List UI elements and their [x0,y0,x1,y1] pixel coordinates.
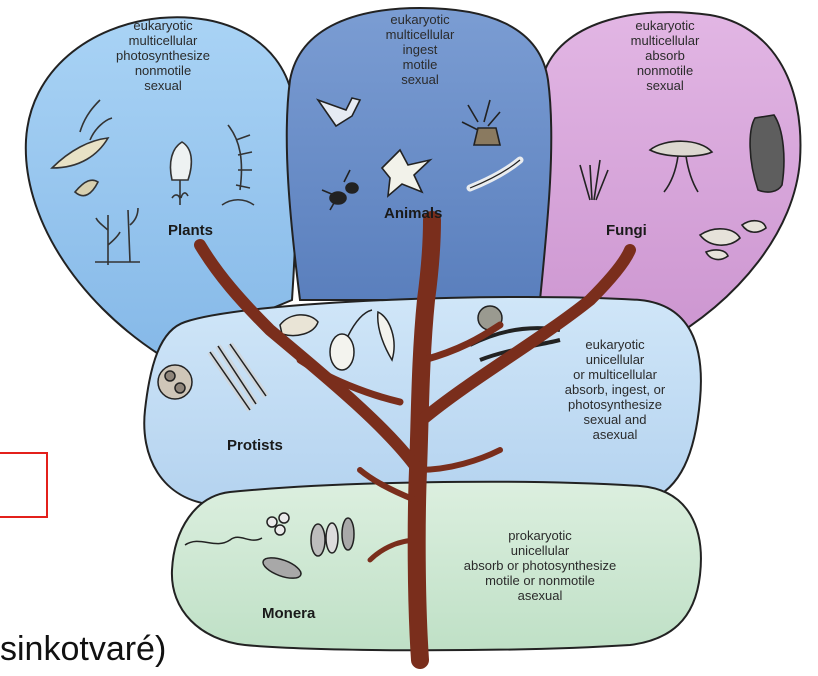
protists-trait-3: or multicellular [535,367,695,382]
plants-trait-5: sexual [103,78,223,93]
fungi-trait-3: absorb [600,48,730,63]
monera-trait-1: prokaryotic [425,528,655,543]
animals-trait-2: multicellular [360,27,480,42]
plants-traits: eukaryotic multicellular photosynthesize… [103,18,223,93]
protists-title: Protists [227,437,283,454]
plants-trait-1: eukaryotic [103,18,223,33]
animals-trait-1: eukaryotic [360,12,480,27]
plants-trait-2: multicellular [103,33,223,48]
animals-trait-4: motile [360,57,480,72]
protists-trait-4: absorb, ingest, or [535,382,695,397]
protists-trait-6: sexual and [535,412,695,427]
slide-partial-text: sinkotvaré) [0,630,166,669]
monera-trait-2: unicellular [425,543,655,558]
protists-trait-7: asexual [535,427,695,442]
plants-trait-4: nonmotile [103,63,223,78]
animals-trait-3: ingest [360,42,480,57]
monera-traits: prokaryotic unicellular absorb or photos… [425,528,655,603]
protists-trait-5: photosynthesize [535,397,695,412]
fungi-traits: eukaryotic multicellular absorb nonmotil… [600,18,730,93]
monera-trait-5: asexual [425,588,655,603]
animals-trait-5: sexual [360,72,480,87]
fungi-trait-5: sexual [600,78,730,93]
fungi-trait-1: eukaryotic [600,18,730,33]
fungi-title: Fungi [606,222,647,239]
fungi-trait-4: nonmotile [600,63,730,78]
protists-trait-1: eukaryotic [535,337,695,352]
protists-trait-2: unicellular [535,352,695,367]
monera-trait-4: motile or nonmotile [425,573,655,588]
animals-title: Animals [384,205,442,222]
monera-trait-3: absorb or photosynthesize [425,558,655,573]
monera-title: Monera [262,605,315,622]
plants-title: Plants [168,222,213,239]
animals-traits: eukaryotic multicellular ingest motile s… [360,12,480,87]
highlight-box [0,452,48,518]
fungi-trait-2: multicellular [600,33,730,48]
protists-traits: eukaryotic unicellular or multicellular … [535,337,695,442]
plants-trait-3: photosynthesize [103,48,223,63]
